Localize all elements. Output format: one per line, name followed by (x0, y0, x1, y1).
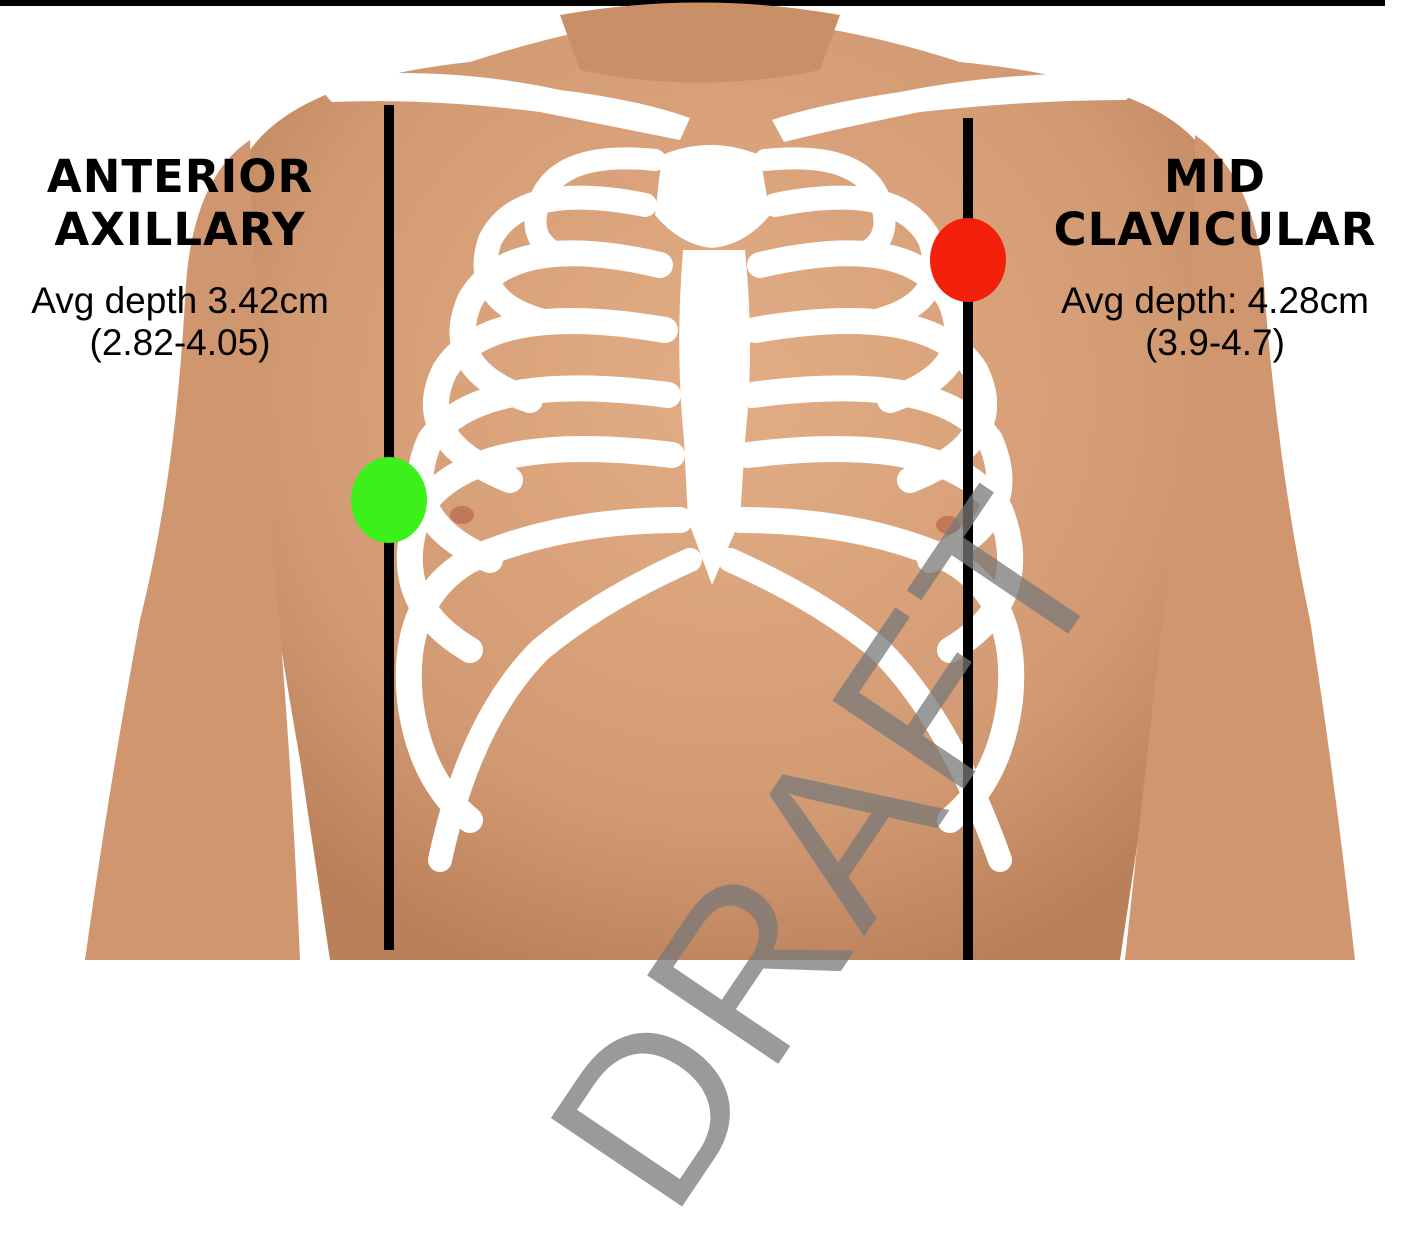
mid-clavicular-marker (930, 218, 1006, 302)
mid-clavicular-label: MID CLAVICULAR Avg depth: 4.28cm (3.9-4.… (1030, 148, 1400, 364)
anterior-axillary-marker (351, 457, 427, 543)
mid-clavicular-heading-line2: CLAVICULAR (1030, 201, 1400, 258)
mid-clavicular-depth: Avg depth: 4.28cm (1030, 280, 1400, 322)
mid-clavicular-range: (3.9-4.7) (1030, 322, 1400, 364)
left-nipple (450, 506, 474, 524)
mid-clavicular-heading-line1: MID (1030, 148, 1400, 205)
chest-diagram: DRAFT ANTERIOR AXILLARY Avg depth 3.42cm… (0, 0, 1413, 960)
anterior-axillary-heading-line1: ANTERIOR (0, 148, 360, 205)
anterior-axillary-heading-line2: AXILLARY (0, 201, 360, 258)
neck (560, 3, 840, 83)
anterior-axillary-range: (2.82-4.05) (0, 322, 360, 364)
anterior-axillary-label: ANTERIOR AXILLARY Avg depth 3.42cm (2.82… (0, 148, 360, 364)
anterior-axillary-depth: Avg depth 3.42cm (0, 280, 360, 322)
